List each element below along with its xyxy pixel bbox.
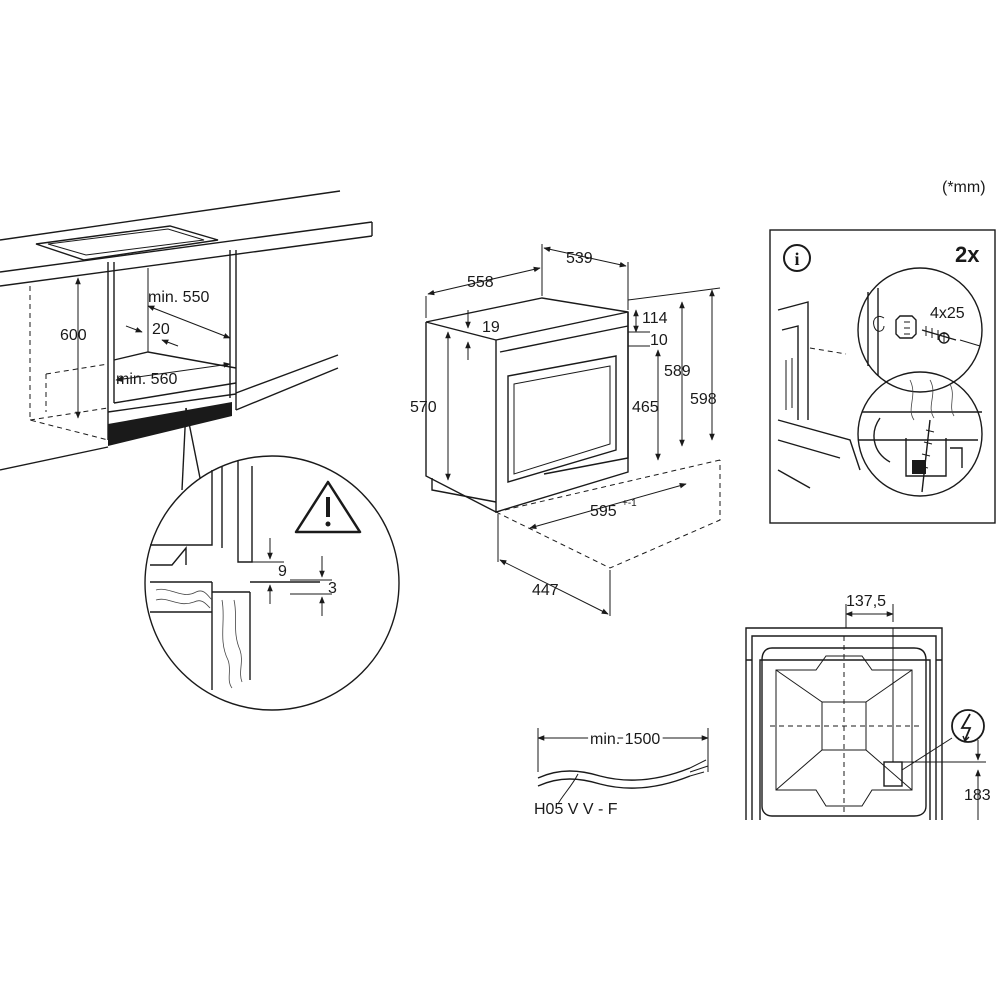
oven-total-height-label: 570 [410,399,437,416]
detail-offset-label: 3 [328,580,337,597]
cabinet-gap-label: 20 [152,321,170,338]
hob-cutout [35,225,219,261]
screw-icon [921,326,981,347]
info-icon: i [783,244,811,272]
screw-size-label: 4x25 [930,305,965,322]
oven-front-width-label: 595 [590,503,617,520]
warning-icon [294,480,362,534]
oven-panel-top-label: 114 [642,310,668,327]
connection-horizontal-label: 137,5 [846,593,886,610]
fixing-panel: 2x i 4x25 [769,229,996,524]
wall-plug-icon [895,315,917,339]
oven-panel-gap-label: 10 [650,332,668,349]
oven-depth-bottom-label: 447 [532,582,559,599]
cable-length-label: min. 1500 [590,731,660,748]
svg-text:i: i [794,249,799,269]
oven-drawing: 558 539 19 570 114 10 465 589 598 595 +-… [410,244,721,616]
detail-gap-label: 9 [278,563,287,580]
detail-circle: 9 3 [144,407,400,711]
oven-front-width-tolerance: +-1 [622,498,637,509]
units-note: (*mm) [942,179,986,196]
cabinet-width-label: min. 560 [116,371,177,388]
oven-side-height-label: 589 [664,363,691,380]
cabinet-depth-label: min. 550 [148,289,209,306]
oven-depth-label: 539 [566,250,593,267]
electric-icon [951,709,985,743]
oven-overall-height-label: 598 [690,391,717,408]
fixing-count-label: 2x [955,242,980,267]
cable-type-label: H05 V V - F [534,801,618,818]
oven-front-height-label: 465 [632,399,659,416]
connection-drawing: 137,5 183 [745,593,991,820]
cabinet-height-label: 600 [60,327,87,344]
oven-width-label: 558 [467,274,494,291]
oven-top-label: 19 [482,319,500,336]
cabinet-drawing: 600 min. 550 20 min. 560 [0,190,373,471]
cable-drawing: min. 1500 H05 V V - F [534,728,709,818]
connection-vertical-label: 183 [964,787,991,804]
